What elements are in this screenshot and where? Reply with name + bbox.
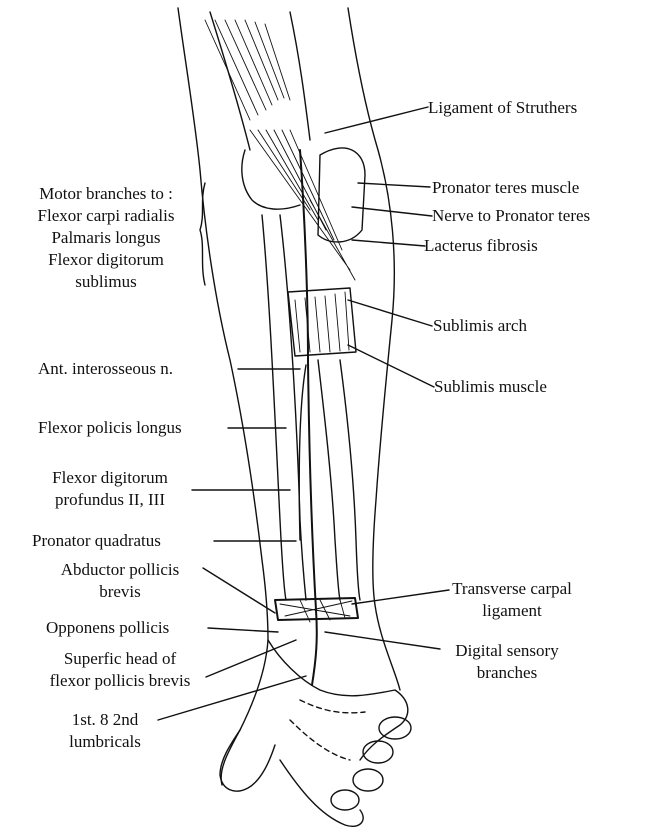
finger-4 bbox=[331, 790, 359, 810]
palm-creases bbox=[290, 700, 365, 760]
label-profundus-line-1: Flexor digitorum bbox=[30, 467, 190, 489]
label-pronator-teres-muscle: Pronator teres muscle bbox=[432, 177, 579, 199]
ulna-bone bbox=[318, 360, 360, 600]
label-flexor-policis-longus: Flexor policis longus bbox=[38, 417, 182, 439]
finger-2 bbox=[363, 741, 393, 763]
leader-struthers bbox=[325, 107, 428, 133]
label-transverse-carpal: Transverse carpal ligament bbox=[432, 578, 592, 622]
label-ant-interosseous: Ant. interosseous n. bbox=[38, 358, 173, 380]
label-transverse-line-1: Transverse carpal bbox=[432, 578, 592, 600]
finger-5 bbox=[280, 760, 363, 826]
motor-branches-line-2: Flexor carpi radialis bbox=[6, 205, 206, 227]
label-abductor-pollicis-brevis: Abductor pollicis brevis bbox=[40, 559, 200, 603]
motor-branches-label: Motor branches to : Flexor carpi radiali… bbox=[6, 183, 206, 293]
palm bbox=[268, 640, 408, 760]
motor-branches-line-5: sublimus bbox=[6, 271, 206, 293]
label-profundus-line-2: profundus II, III bbox=[30, 489, 190, 511]
label-opponens-pollicis: Opponens pollicis bbox=[46, 617, 169, 639]
motor-branches-line-4: Flexor digitorum bbox=[6, 249, 206, 271]
leader-lacterus bbox=[352, 240, 425, 246]
motor-branches-line-3: Palmaris longus bbox=[6, 227, 206, 249]
leader-pronator-teres bbox=[358, 183, 430, 187]
leader-digital-sensory bbox=[325, 632, 440, 649]
leader-sublimis-arch bbox=[348, 300, 432, 326]
label-digital-line-2: branches bbox=[432, 662, 582, 684]
label-lumbricals: 1st. 8 2nd lumbricals bbox=[40, 709, 170, 753]
leader-nerve-pronator bbox=[352, 207, 432, 216]
label-pronator-quadratus: Pronator quadratus bbox=[32, 530, 161, 552]
label-lacterus-fibrosis: Lacterus fibrosis bbox=[424, 235, 538, 257]
label-lumbricals-line-1: 1st. 8 2nd bbox=[40, 709, 170, 731]
label-digital-sensory: Digital sensory branches bbox=[432, 640, 582, 684]
thumb bbox=[220, 730, 275, 791]
label-digital-line-1: Digital sensory bbox=[432, 640, 582, 662]
label-sublimis-arch: Sublimis arch bbox=[433, 315, 527, 337]
label-flexor-digitorum-profundus: Flexor digitorum profundus II, III bbox=[30, 467, 190, 511]
label-superfic-line-2: flexor pollicis brevis bbox=[30, 670, 210, 692]
finger-3 bbox=[353, 769, 383, 791]
label-sublimis-muscle: Sublimis muscle bbox=[434, 376, 547, 398]
label-transverse-line-2: ligament bbox=[432, 600, 592, 622]
leader-superfic bbox=[206, 640, 296, 677]
humerus bbox=[210, 12, 310, 150]
label-abductor-line-1: Abductor pollicis bbox=[40, 559, 200, 581]
sublimis-hatch bbox=[295, 292, 349, 352]
radius-bone bbox=[262, 215, 306, 600]
label-superfic-line-1: Superfic head of bbox=[30, 648, 210, 670]
label-abductor-line-2: brevis bbox=[40, 581, 200, 603]
leader-sublimis-muscle bbox=[348, 345, 434, 387]
motor-branches-line-1: Motor branches to : bbox=[6, 183, 206, 205]
label-lumbricals-line-2: lumbricals bbox=[40, 731, 170, 753]
label-nerve-pronator-teres: Nerve to Pronator teres bbox=[432, 205, 590, 227]
label-superfic-head: Superfic head of flexor pollicis brevis bbox=[30, 648, 210, 692]
label-ligament-struthers: Ligament of Struthers bbox=[428, 97, 577, 119]
